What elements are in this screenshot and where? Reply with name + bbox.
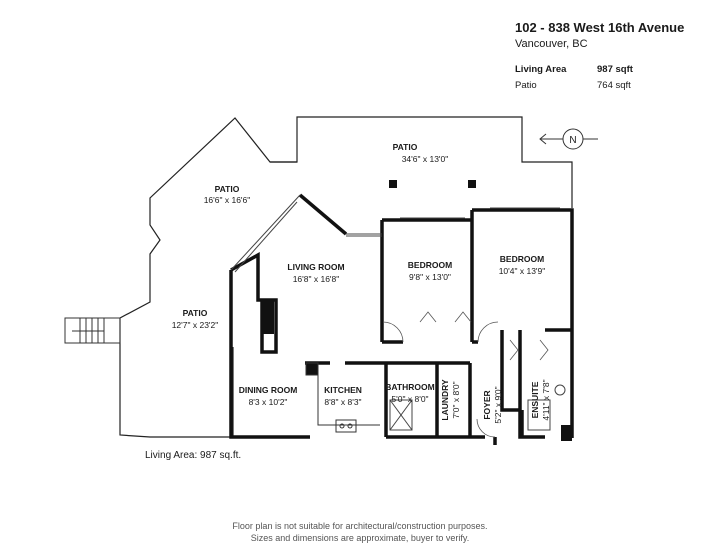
room-label-kitchen: KITCHEN 8'8" x 8'3" [324,385,362,407]
room-label-bathroom: BATHROOM 5'0" x 8'0" [385,382,434,404]
patio-outline [119,116,573,438]
svg-text:PATIO: PATIO [215,184,240,194]
svg-text:FOYER: FOYER [482,390,492,419]
svg-text:ENSUITE: ENSUITE [530,381,540,418]
svg-text:7'0" x 8'0": 7'0" x 8'0" [451,381,461,418]
disclaimer-line-2: Sizes and dimensions are approximate, bu… [250,533,470,543]
column [468,180,476,188]
svg-text:LAUNDRY: LAUNDRY [440,379,450,421]
room-label-laundry: LAUNDRY 7'0" x 8'0" [440,379,461,421]
disclaimer-line-1: Floor plan is not suitable for architect… [232,521,488,531]
room-label-bedroom-1: BEDROOM 9'8" x 13'0" [408,260,452,282]
area-label: Patio [515,80,537,91]
compass-label: N [569,135,576,146]
living-area-note: Living Area: 987 sq.ft. [145,450,242,461]
unit-walls [229,193,574,445]
property-address: 102 - 838 West 16th Avenue [515,20,685,35]
area-row-patio: Patio 764 sqft [515,80,645,91]
svg-text:4'11" x 7'8": 4'11" x 7'8" [541,379,551,420]
column [389,180,397,188]
living-windows [230,194,560,273]
room-label-ensuite: ENSUITE 4'11" x 7'8" [530,379,551,420]
room-label-patio-left: PATIO 16'6" x 16'6" [204,184,251,205]
svg-text:5'0" x 8'0": 5'0" x 8'0" [391,394,428,404]
svg-text:LIVING ROOM: LIVING ROOM [287,262,344,272]
north-compass-icon: N [539,128,598,150]
svg-text:8'8" x 8'3": 8'8" x 8'3" [324,397,361,407]
svg-text:16'8" x 16'8": 16'8" x 16'8" [293,274,340,284]
area-row-living: Living Area 987 sqft [515,64,645,75]
room-label-foyer: FOYER 5'2" x 9'0" [482,386,503,423]
svg-text:BEDROOM: BEDROOM [408,260,452,270]
svg-text:DINING ROOM: DINING ROOM [239,385,298,395]
room-label-patio-top: PATIO 34'6" x 13'0" [393,142,449,164]
svg-text:BEDROOM: BEDROOM [500,254,544,264]
svg-text:5'2" x 9'0": 5'2" x 9'0" [493,386,503,423]
svg-text:9'8" x 13'0": 9'8" x 13'0" [409,272,451,282]
svg-text:12'7" x 23'2": 12'7" x 23'2" [172,320,219,330]
ensuite-fixture [561,425,572,441]
room-label-living: LIVING ROOM 16'8" x 16'8" [287,262,344,284]
room-label-bedroom-2: BEDROOM 10'4" x 13'9" [499,254,546,276]
area-value: 764 sqft [597,80,631,91]
svg-text:16'6" x 16'6": 16'6" x 16'6" [204,195,251,205]
fireplace [262,300,274,334]
bath-fixtures [389,384,566,431]
svg-text:8'3 x 10'2": 8'3 x 10'2" [249,397,288,407]
room-label-dining: DINING ROOM 8'3 x 10'2" [239,385,298,407]
area-value: 987 sqft [597,64,633,75]
property-city: Vancouver, BC [515,38,588,50]
room-label-patio-west: PATIO 12'7" x 23'2" [172,308,219,330]
svg-text:PATIO: PATIO [183,308,208,318]
stairs [64,317,121,344]
svg-text:PATIO: PATIO [393,142,418,152]
door-swings [382,311,549,438]
svg-text:BATHROOM: BATHROOM [385,382,434,392]
area-label: Living Area [515,64,567,75]
svg-text:10'4" x 13'9": 10'4" x 13'9" [499,266,546,276]
kitchen-counter [305,362,380,433]
svg-text:34'6" x 13'0": 34'6" x 13'0" [402,154,449,164]
svg-text:KITCHEN: KITCHEN [324,385,362,395]
